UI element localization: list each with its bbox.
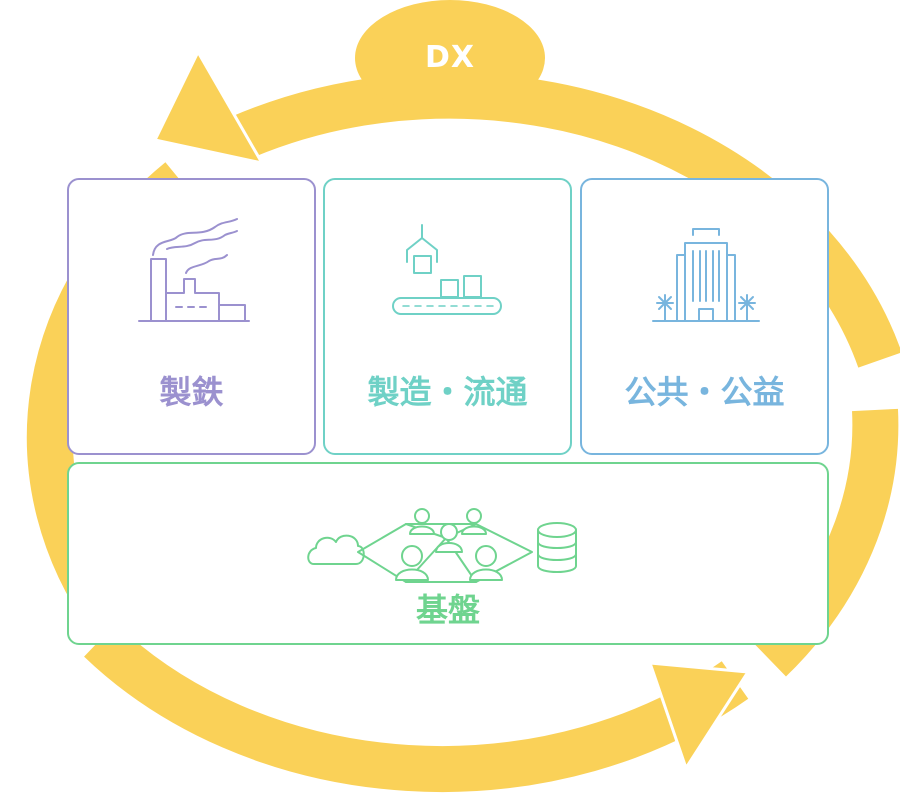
database-icon <box>537 522 577 573</box>
dx-label: DX <box>424 40 476 75</box>
ring-arc-upper <box>230 72 900 368</box>
arrow-head-top-left <box>152 48 265 166</box>
sector-card-manufacturing: 製造・流通 <box>323 178 572 455</box>
cloud-icon <box>307 534 365 565</box>
factory-icon <box>138 218 250 322</box>
dx-label-bubble <box>355 0 545 116</box>
foundation-card: 基盤 <box>67 462 829 645</box>
sector-label-public: 公共・公益 <box>624 373 785 411</box>
ring-arc-lower <box>84 623 749 792</box>
sector-label-manufacturing: 製造・流通 <box>367 373 528 411</box>
arrow-head-bottom-right <box>647 661 751 772</box>
conveyor-icon <box>392 224 502 315</box>
sector-label-steel: 製鉄 <box>159 373 224 411</box>
network-icon <box>307 508 577 583</box>
person-icon <box>395 508 503 581</box>
sector-card-public: 公共・公益 <box>580 178 829 455</box>
building-icon <box>652 228 760 322</box>
sector-card-steel: 製鉄 <box>67 178 316 455</box>
foundation-label: 基盤 <box>415 591 480 629</box>
